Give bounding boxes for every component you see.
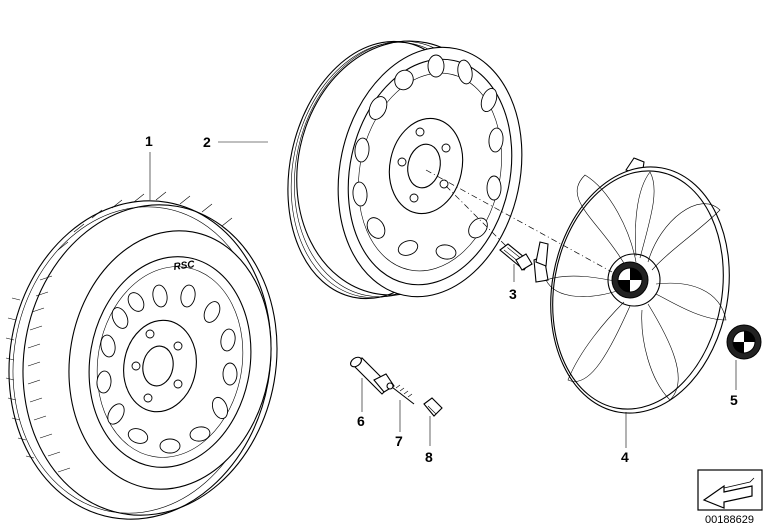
tire-rim-vent-holes [96, 284, 238, 454]
wheel-bolt [499, 243, 533, 271]
tire-tread [5, 191, 233, 473]
callout-7: 7 [395, 433, 403, 449]
part-number: 00188629 [705, 514, 754, 526]
steel-rim [287, 40, 523, 300]
valve-core [386, 382, 415, 405]
tire-with-rim: RSC [5, 191, 278, 520]
callout-8: 8 [425, 449, 433, 465]
callout-3: 3 [509, 286, 517, 302]
rim-vent-holes [352, 54, 504, 260]
tire-bolt-holes [131, 329, 183, 403]
rim-bolt-holes [397, 127, 451, 203]
callout-1: 1 [145, 133, 153, 149]
tire-marking: RSC [173, 259, 196, 273]
valve-cap [423, 397, 443, 417]
callout-2: 2 [203, 134, 211, 150]
leader-lines [149, 141, 737, 448]
reference-arrow-icon [697, 469, 763, 511]
hub-cap [533, 157, 730, 414]
hub-cap-spokes [545, 171, 727, 401]
emblem-badge [726, 324, 762, 360]
callout-5: 5 [730, 392, 738, 408]
callout-6: 6 [357, 413, 365, 429]
callout-4: 4 [621, 449, 629, 465]
